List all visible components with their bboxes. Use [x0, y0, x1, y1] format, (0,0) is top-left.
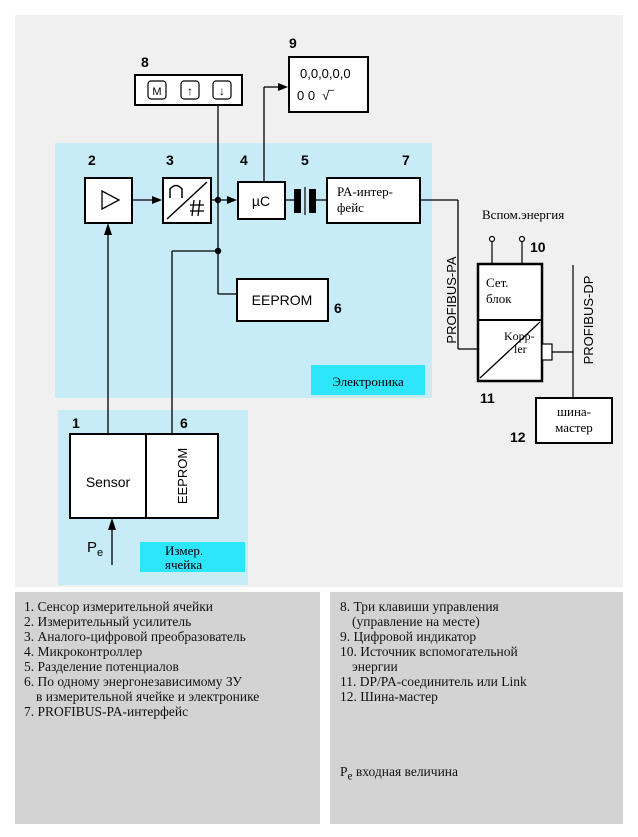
callout-10: 10 [530, 239, 546, 255]
legend-item: 7. PROFIBUS-PA-интерфейс [24, 704, 189, 719]
legend-pe: Pe входная величина [340, 764, 459, 783]
junction-dot [214, 247, 222, 255]
callout-2: 2 [88, 152, 96, 168]
legend-item: 1. Сенсор измерительной ячейки [24, 599, 213, 614]
key-m-label: M [152, 86, 161, 98]
callout-11: 11 [480, 390, 495, 406]
legend-item: 3. Аналого-цифровой преобразователь [24, 629, 246, 644]
electronics-label: Электроника [332, 374, 404, 389]
measuring-cell-label-line1: Измер. [165, 543, 203, 558]
digital-display: 0,0,0,0,0 0 0 √‾ [288, 56, 369, 113]
microcontroller-block: µC [237, 181, 286, 220]
pa-interface-line1: PA-интер- [337, 184, 393, 199]
legend-left-panel [15, 592, 320, 824]
power-block-line1: Сет. [486, 275, 509, 290]
amplifier-icon [101, 189, 121, 211]
legend-item: 8. Три клавиши управления [340, 599, 499, 614]
coupler-port [541, 343, 553, 361]
keys-block: M ↑ ↓ [134, 74, 243, 106]
amplifier-block [84, 177, 133, 224]
callout-5: 5 [301, 152, 309, 168]
measuring-cell-label-bg [140, 542, 245, 572]
display-line1: 0,0,0,0,0 [300, 66, 351, 81]
profibus-dp-label: PROFIBUS-DP [581, 276, 596, 365]
measuring-cell-block: Sensor EEPROM [69, 433, 219, 519]
callout-4: 4 [240, 152, 248, 168]
legend-item: 9. Цифровой индикатор [340, 629, 477, 644]
legend-right-panel [330, 592, 623, 824]
coupler-line2: ler [514, 342, 527, 356]
sensor-label: Sensor [86, 474, 131, 490]
microcontroller-label: µC [252, 193, 270, 209]
profibus-pa-label: PROFIBUS-PA [444, 256, 459, 343]
digital-icon [190, 199, 204, 217]
legend-item: 4. Микроконтроллер [24, 644, 143, 659]
callout-9: 9 [289, 35, 297, 51]
legend-item: в измерительной ячейке и электронике [36, 689, 260, 704]
legend-item: 10. Источник вспомогательной [340, 644, 518, 659]
pe-symbol: Pe [87, 539, 103, 559]
legend-item: 5. Разделение потенциалов [24, 659, 179, 674]
adc-block [162, 177, 212, 224]
callout-1: 1 [72, 415, 80, 431]
bus-master-block: шина- мастер [535, 397, 613, 444]
bus-master-line1: шина- [557, 404, 591, 419]
callout-8: 8 [141, 54, 149, 70]
display-line2: 0 0 √‾ [297, 88, 334, 103]
callout-6-cell: 6 [180, 415, 188, 431]
callout-12: 12 [510, 429, 526, 445]
pa-interface-line2: фейс [337, 200, 364, 215]
legend-item: 12. Шина-мастер [340, 689, 438, 704]
legend-item: 2. Измерительный усилитель [24, 614, 192, 629]
bus-master-line2: мастер [555, 420, 593, 435]
key-m[interactable] [147, 80, 167, 100]
junction-dot [214, 196, 222, 204]
eeprom-electronics-label: EEPROM [252, 292, 313, 308]
analog-icon [169, 184, 183, 198]
coupler-line1: Kopp- [504, 329, 535, 343]
electronics-label-bg [311, 365, 425, 395]
callout-6-electronics: 6 [334, 300, 342, 316]
arrow-up-icon: ↑ [187, 84, 193, 98]
legend-left: 1. Сенсор измерительной ячейки 2. Измери… [24, 599, 259, 719]
power-block-line2: блок [486, 291, 512, 306]
eeprom-electronics-block: EEPROM [236, 278, 329, 322]
pa-interface-block: PA-интер- фейс [326, 177, 421, 224]
callout-3: 3 [166, 152, 174, 168]
legend-item: энергии [352, 659, 398, 674]
callout-7: 7 [402, 152, 410, 168]
legend-right: 8. Три клавиши управления (управление на… [340, 599, 527, 704]
aux-energy-label: Вспом.энергия [482, 207, 564, 222]
legend-item: 6. По одному энергонезависимому ЗУ [24, 674, 242, 689]
key-down[interactable] [212, 80, 232, 100]
legend-item: (управление на месте) [352, 614, 480, 629]
potential-separation [294, 187, 316, 215]
eeprom-cell-label: EEPROM [175, 448, 190, 504]
measuring-cell-label-line2: ячейка [165, 557, 202, 572]
arrow-down-icon: ↓ [219, 84, 225, 98]
key-up[interactable] [180, 80, 200, 100]
link-block: Сет. блок Kopp- ler [476, 262, 553, 383]
legend-item: 11. DP/PA-соединитель или Link [340, 674, 527, 689]
